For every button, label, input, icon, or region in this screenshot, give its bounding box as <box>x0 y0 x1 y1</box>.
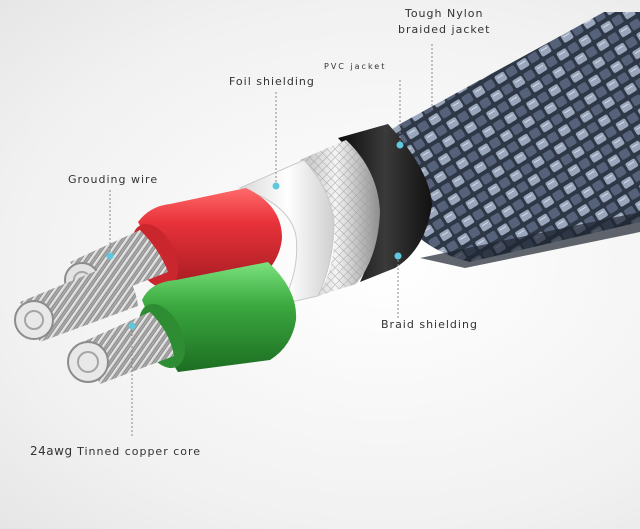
pointer-dot-braid <box>394 252 402 260</box>
foil-shielding-layer <box>238 159 335 305</box>
label-tinned-copper-core: 24awg Tinned copper core <box>30 444 201 458</box>
pointer-dot-pvc <box>396 141 404 149</box>
copper-strand-end-center <box>67 341 109 383</box>
pointer-dots <box>106 141 404 330</box>
label-pvc-jacket: PVC jacket <box>324 62 387 71</box>
copper-strand-end-left <box>14 300 54 340</box>
pointer-dot-foil <box>272 182 280 190</box>
label-foil-shielding: Foil shielding <box>229 75 315 88</box>
label-braid-shielding: Braid shielding <box>381 318 478 331</box>
label-jacket-line2: braided jacket <box>398 23 491 36</box>
label-nylon-braided-jacket: Tough Nylon braided jacket <box>398 6 490 38</box>
braid-knurl-texture <box>300 140 380 296</box>
copper-strand-end-left-core <box>24 310 44 330</box>
pointer-dot-core <box>128 322 136 330</box>
pointer-dot-ground <box>106 252 114 260</box>
label-jacket-line1: Tough Nylon <box>404 7 484 20</box>
copper-strand-end-center-core <box>77 351 99 373</box>
leader-lines <box>109 44 433 438</box>
label-core-awg: 24awg <box>30 444 73 458</box>
label-core-text: Tinned copper core <box>77 445 202 458</box>
label-grounding-wire: Grouding wire <box>68 173 159 186</box>
nylon-braided-jacket <box>380 12 640 262</box>
jacket-shadow <box>420 212 640 268</box>
